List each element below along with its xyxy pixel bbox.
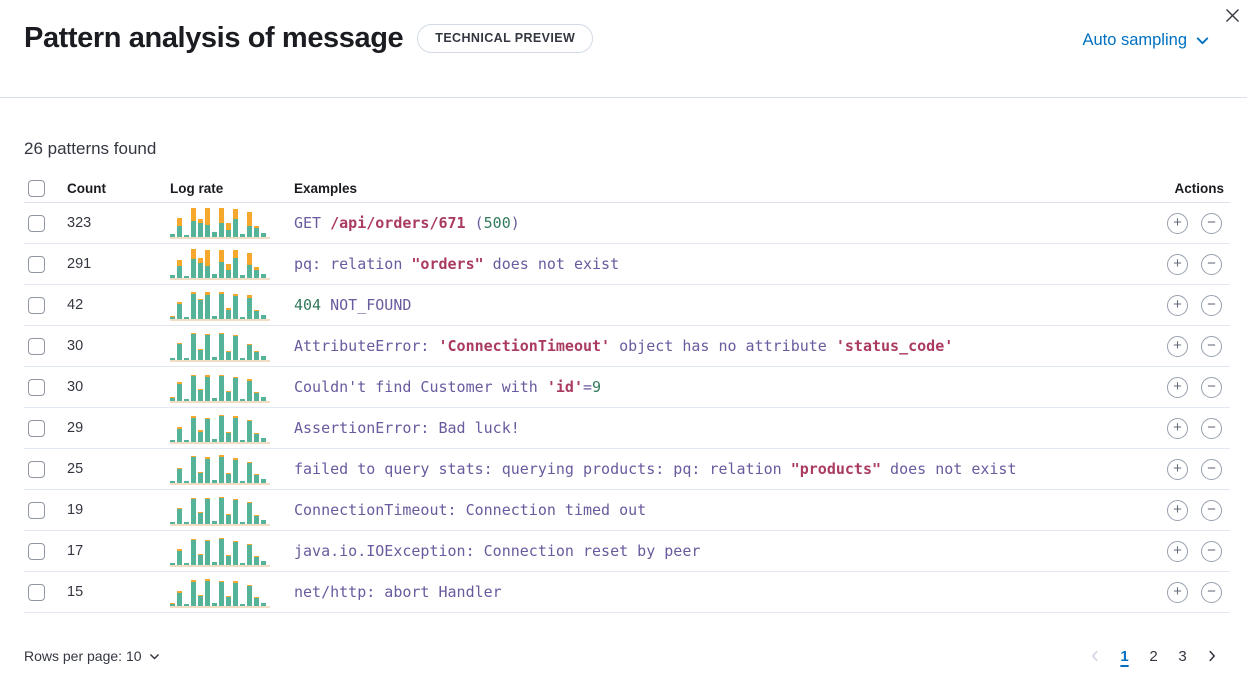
log-rate-sparkline (170, 372, 270, 403)
row-checkbox[interactable] (28, 296, 45, 314)
pattern-count: 291 (67, 256, 92, 272)
pattern-example: java.io.IOException: Connection reset by… (294, 542, 701, 560)
log-rate-sparkline (170, 413, 270, 444)
pattern-example: GET /api/orders/671 (500) (294, 214, 520, 232)
filter-for-pattern-button[interactable]: + (1167, 212, 1188, 234)
select-all-checkbox[interactable] (28, 180, 45, 197)
pattern-example: Couldn't find Customer with 'id'=9 (294, 378, 602, 396)
log-rate-sparkline (170, 454, 270, 485)
table-row: 30 Couldn't find Customer with 'id'=9 +− (24, 367, 1230, 408)
column-header-examples: Examples (294, 181, 358, 196)
pattern-count: 42 (67, 297, 84, 313)
log-rate-sparkline (170, 536, 270, 567)
chevron-down-icon (1196, 37, 1209, 45)
pattern-count: 29 (67, 420, 84, 436)
filter-out-pattern-button[interactable]: − (1201, 417, 1222, 439)
patterns-table: Count Log rate Examples Actions 323 GET /… (24, 175, 1230, 613)
rows-per-page-label: Rows per page: 10 (24, 648, 142, 664)
table-row: 323 GET /api/orders/671 (500) +− (24, 203, 1230, 244)
pattern-count: 323 (67, 215, 92, 231)
header-divider (0, 97, 1247, 98)
pattern-count: 30 (67, 338, 84, 354)
log-rate-sparkline (170, 290, 270, 321)
filter-out-pattern-button[interactable]: − (1201, 499, 1222, 521)
filter-out-pattern-button[interactable]: − (1201, 212, 1222, 234)
pattern-count: 17 (67, 543, 84, 559)
filter-for-pattern-button[interactable]: + (1167, 499, 1188, 521)
pattern-example: failed to query stats: querying products… (294, 460, 1017, 478)
sampling-label: Auto sampling (1082, 31, 1187, 49)
row-checkbox[interactable] (28, 378, 45, 396)
chevron-down-icon (149, 653, 159, 659)
pattern-example: AttributeError: 'ConnectionTimeout' obje… (294, 337, 954, 355)
table-row: 17 java.io.IOException: Connection reset … (24, 531, 1230, 572)
filter-for-pattern-button[interactable]: + (1167, 253, 1188, 275)
close-button[interactable] (1220, 3, 1244, 27)
log-rate-sparkline (170, 577, 270, 608)
pattern-count: 25 (67, 461, 84, 477)
table-row: 29 AssertionError: Bad luck! +− (24, 408, 1230, 449)
pattern-example: net/http: abort Handler (294, 583, 502, 601)
close-icon (1225, 8, 1239, 22)
filter-out-pattern-button[interactable]: − (1201, 540, 1222, 562)
rows-per-page-dropdown[interactable]: Rows per page: 10 (24, 648, 161, 664)
pattern-example: pq: relation "orders" does not exist (294, 255, 620, 273)
log-rate-sparkline (170, 207, 270, 239)
filter-for-pattern-button[interactable]: + (1167, 376, 1188, 398)
filter-for-pattern-button[interactable]: + (1167, 335, 1188, 357)
filter-for-pattern-button[interactable]: + (1167, 458, 1188, 480)
pattern-example: 404 NOT_FOUND (294, 296, 412, 314)
flyout-header: Pattern analysis of message TECHNICAL PR… (24, 22, 594, 55)
row-checkbox[interactable] (28, 542, 45, 560)
table-row: 42 404 NOT_FOUND +− (24, 285, 1230, 326)
page-button-2[interactable]: 2 (1139, 642, 1168, 671)
chevron-left-icon (1092, 650, 1098, 662)
pattern-example: AssertionError: Bad luck! (294, 419, 520, 437)
row-checkbox[interactable] (28, 419, 45, 437)
pattern-count: 19 (67, 502, 84, 518)
table-row: 15 net/http: abort Handler +− (24, 572, 1230, 613)
log-rate-sparkline (170, 331, 270, 362)
row-checkbox[interactable] (28, 214, 45, 232)
column-header-actions: Actions (1174, 181, 1224, 196)
row-checkbox[interactable] (28, 583, 45, 601)
sampling-dropdown[interactable]: Auto sampling (1082, 31, 1211, 50)
page-button-3[interactable]: 3 (1168, 642, 1197, 671)
chevron-right-icon (1209, 650, 1215, 662)
table-header-row: Count Log rate Examples Actions (24, 175, 1230, 203)
table-row: 291 pq: relation "orders" does not exist +… (24, 244, 1230, 285)
log-rate-sparkline (170, 495, 270, 526)
pattern-count: 15 (67, 584, 84, 600)
row-checkbox[interactable] (28, 337, 45, 355)
next-page-button[interactable] (1199, 643, 1225, 669)
filter-for-pattern-button[interactable]: + (1167, 581, 1188, 603)
column-header-count: Count (67, 181, 106, 196)
column-header-log-rate: Log rate (170, 181, 224, 196)
filter-out-pattern-button[interactable]: − (1201, 376, 1222, 398)
filter-for-pattern-button[interactable]: + (1167, 417, 1188, 439)
previous-page-button[interactable] (1082, 643, 1108, 669)
filter-out-pattern-button[interactable]: − (1201, 294, 1222, 316)
filter-out-pattern-button[interactable]: − (1201, 253, 1222, 275)
filter-for-pattern-button[interactable]: + (1167, 294, 1188, 316)
log-rate-sparkline (170, 248, 270, 280)
row-checkbox[interactable] (28, 501, 45, 519)
table-row: 19 ConnectionTimeout: Connection timed ou… (24, 490, 1230, 531)
table-row: 30 AttributeError: 'ConnectionTimeout' ob… (24, 326, 1230, 367)
table-row: 25 failed to query stats: querying produc… (24, 449, 1230, 490)
patterns-found-summary: 26 patterns found (24, 139, 157, 158)
filter-out-pattern-button[interactable]: − (1201, 581, 1222, 603)
page-title: Pattern analysis of message (24, 22, 404, 54)
filter-out-pattern-button[interactable]: − (1201, 335, 1222, 357)
pattern-example: ConnectionTimeout: Connection timed out (294, 501, 647, 519)
row-checkbox[interactable] (28, 255, 45, 273)
filter-out-pattern-button[interactable]: − (1201, 458, 1222, 480)
page-button-1[interactable]: 1 (1110, 642, 1139, 671)
row-checkbox[interactable] (28, 460, 45, 478)
pattern-count: 30 (67, 379, 84, 395)
technical-preview-badge: TECHNICAL PREVIEW (417, 24, 594, 53)
filter-for-pattern-button[interactable]: + (1167, 540, 1188, 562)
